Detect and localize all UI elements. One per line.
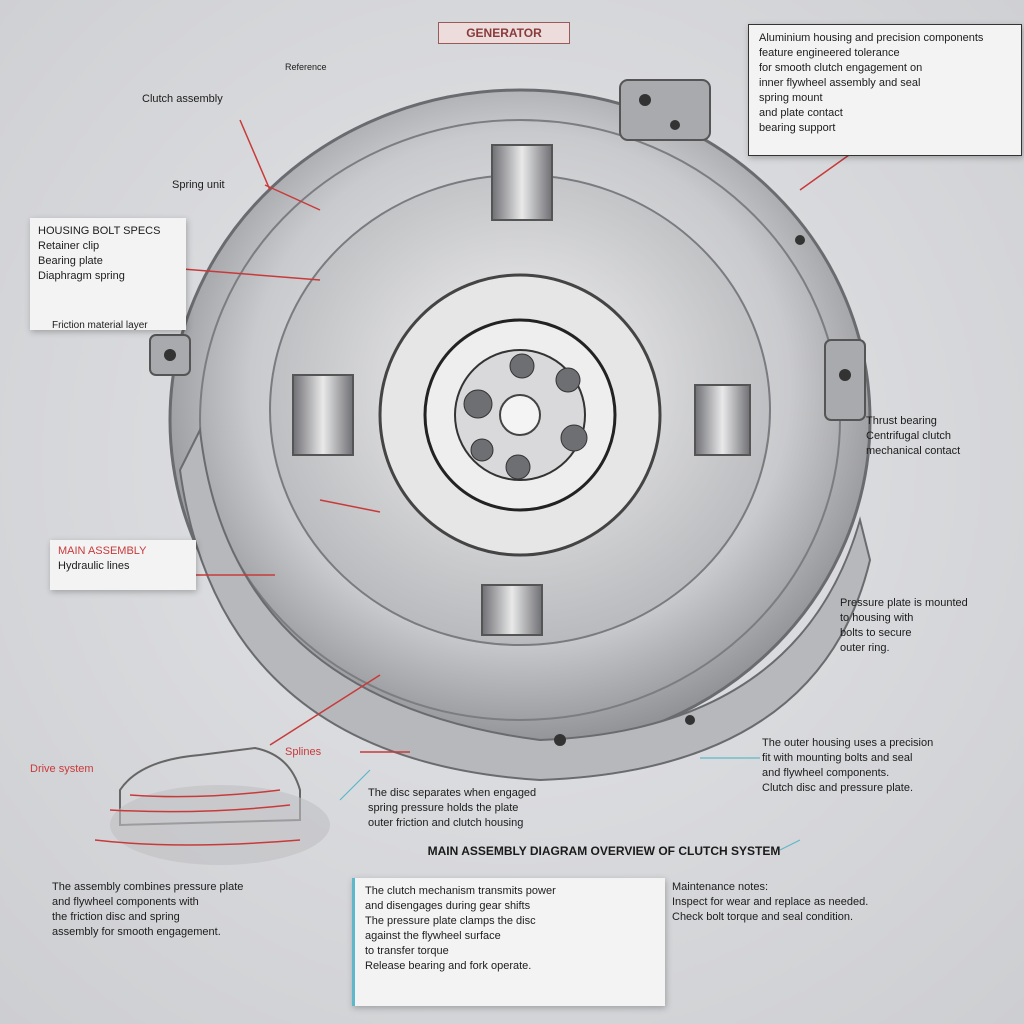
callout-line: to transfer torque — [365, 945, 449, 957]
label-drive-system: Drive system — [30, 763, 94, 775]
hub-nut — [505, 454, 531, 480]
label-clutch-assembly: Clutch assembly — [142, 93, 223, 105]
label-line: to housing with — [840, 612, 914, 624]
paragraph-line: and flywheel components with — [52, 896, 199, 908]
car-silhouette — [119, 746, 301, 827]
paragraph-line: the friction disc and spring — [52, 911, 180, 923]
callout-line: Release bearing and fork operate. — [365, 960, 532, 972]
paragraph-line: Maintenance notes: — [672, 881, 769, 893]
callout-line: The clutch mechanism transmits power — [365, 885, 556, 897]
bottom-center-callout: The clutch mechanism transmits power and… — [352, 878, 665, 1006]
piston-bottom — [481, 584, 543, 636]
leader-lines — [169, 119, 871, 753]
label-line: Centrifugal clutch — [866, 430, 951, 442]
label-line: and flywheel components. — [762, 767, 890, 779]
top-right-callout: Aluminium housing and precision componen… — [748, 24, 1022, 156]
paragraph-line: The assembly combines pressure plate — [52, 881, 244, 893]
left-callout-caption: Friction material layer — [52, 320, 148, 331]
left-callout: HOUSING BOLT SPECS Retainer clip Bearing… — [30, 218, 186, 330]
callout-line: Retainer clip — [38, 240, 100, 252]
label-line: fit with mounting bolts and seal — [762, 752, 913, 764]
callout-line: Diaphragm spring — [38, 270, 125, 282]
paragraph-line: Check bolt torque and seal condition. — [672, 911, 854, 923]
callout-line: for smooth clutch engagement on — [759, 62, 923, 74]
bolt-hole — [795, 235, 805, 245]
label-line: mechanical contact — [866, 445, 961, 457]
label-line: outer ring. — [840, 642, 890, 654]
callout-line: The pressure plate clamps the disc — [365, 915, 536, 927]
bolt-hole — [670, 120, 680, 130]
callout-line: Aluminium housing and precision componen… — [759, 32, 984, 44]
label-line: bolts to secure — [840, 627, 912, 639]
callout-line: bearing support — [759, 122, 836, 134]
diagram-banner: MAIN ASSEMBLY DIAGRAM OVERVIEW OF CLUTCH… — [427, 844, 781, 858]
callout-line: and plate contact — [759, 107, 843, 119]
label-line: Thrust bearing — [866, 415, 937, 427]
bottom-left-paragraph: The assembly combines pressure plate and… — [52, 880, 243, 940]
hub-nut — [560, 424, 588, 452]
top-small-label: Reference — [285, 62, 327, 72]
right-label-2: Pressure plate is mounted to housing wit… — [840, 596, 968, 656]
label-spring-unit: Spring unit — [172, 179, 225, 191]
mounting-tab — [619, 79, 711, 141]
bolt-hole — [554, 734, 566, 746]
callout-line: inner flywheel assembly and seal — [759, 77, 921, 89]
callout-line: and disengages during gear shifts — [365, 900, 531, 912]
caption-line: spring pressure holds the plate — [368, 802, 519, 814]
car-red-lines — [94, 789, 301, 846]
callout-line: spring mount — [759, 92, 823, 104]
piston-left — [292, 374, 354, 456]
cyan-leader-lines — [339, 757, 801, 851]
callout-line: HOUSING BOLT SPECS — [38, 225, 161, 237]
callout-line: against the flywheel surface — [365, 930, 501, 942]
center-caption: The disc separates when engaged spring p… — [368, 786, 536, 831]
paragraph-line: Inspect for wear and replace as needed. — [672, 896, 869, 908]
bolt-hole — [164, 349, 176, 361]
label-splines: Splines — [285, 746, 322, 758]
hub-nut — [509, 353, 535, 379]
hub-center — [499, 394, 541, 436]
piston-right — [694, 384, 751, 456]
label-line: The outer housing uses a precision — [762, 737, 934, 749]
label-line: Clutch disc and pressure plate. — [762, 782, 914, 794]
callout-title: MAIN ASSEMBLY — [58, 545, 147, 557]
label-line: Pressure plate is mounted — [840, 597, 968, 609]
right-label-1: Thrust bearing Centrifugal clutch mechan… — [866, 414, 960, 459]
caption-line: The disc separates when engaged — [368, 787, 537, 799]
title-tag: GENERATOR — [438, 22, 570, 44]
right-label-3: The outer housing uses a precision fit w… — [762, 736, 933, 796]
paragraph-line: assembly for smooth engagement. — [52, 926, 221, 938]
bolt-hole — [685, 715, 695, 725]
caption-line: outer friction and clutch housing — [368, 817, 524, 829]
piston-top — [491, 144, 553, 221]
bolt-hole — [839, 369, 851, 381]
hub-nut — [470, 438, 494, 462]
bolt-hole — [639, 94, 651, 106]
mid-left-callout: MAIN ASSEMBLY Hydraulic lines — [50, 540, 196, 590]
callout-sub: Hydraulic lines — [58, 560, 130, 572]
car-shadow — [110, 785, 330, 865]
hub-nut — [555, 367, 581, 393]
callout-line: feature engineered tolerance — [759, 47, 900, 59]
callout-line: Bearing plate — [38, 255, 103, 267]
bottom-right-paragraph: Maintenance notes: Inspect for wear and … — [672, 880, 868, 925]
hub-nut — [463, 389, 493, 419]
